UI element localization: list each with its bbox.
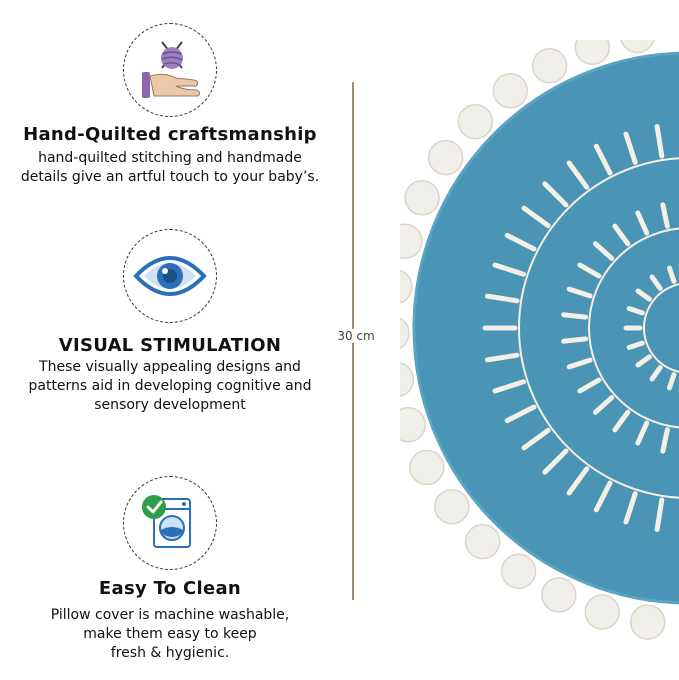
stitch-leaf [654, 124, 665, 159]
stitch-leaf [561, 312, 589, 320]
stitch-leaf [592, 241, 615, 261]
stitch-ring [518, 157, 679, 499]
tassel [404, 180, 440, 216]
tassel [400, 223, 423, 259]
stitch-leaf [542, 448, 569, 475]
feature-description-line: These visually appealing designs and [39, 359, 301, 375]
stitch-leaf [649, 274, 663, 291]
feature-description-line: make them easy to keep [83, 626, 257, 642]
yarn-hand-icon [142, 41, 201, 98]
stitch-leaf [626, 340, 645, 350]
tassel [434, 488, 470, 525]
stitch-leaf [577, 377, 602, 394]
stitch-leaf [667, 265, 677, 284]
tassel [541, 577, 577, 613]
washing-machine-check-icon [142, 495, 191, 548]
stitch-leaf [660, 202, 670, 229]
tassel [400, 406, 426, 443]
tassel [457, 103, 494, 140]
stitch-leaf [504, 404, 537, 424]
stitch-leaf [566, 357, 593, 370]
feature-description-line: patterns aid in developing cognitive and [28, 378, 312, 394]
feature-description: These visually appealing designs and pat… [0, 358, 340, 415]
measurement-label: 30 cm [336, 329, 376, 343]
stitch-leaf [626, 306, 645, 316]
feature-icon-circle [123, 229, 217, 323]
feature-description-line: details give an artful touch to your bab… [20, 169, 320, 185]
tassel [427, 139, 464, 176]
stitch-leaf [635, 420, 650, 446]
feature-title: Hand-Quilted craftsmanship [23, 124, 317, 145]
feature-title: VISUAL STIMULATION [58, 335, 282, 356]
stitch-leaf [566, 466, 590, 496]
stitch-leaf [660, 427, 670, 454]
stitch-leaf [612, 409, 631, 433]
feature-description-line: fresh & hygienic. [110, 645, 230, 661]
eye-icon [133, 256, 207, 296]
tassel [400, 317, 410, 350]
stitch-leaf [492, 262, 526, 277]
tassel [409, 449, 445, 486]
feature-description-line: sensory development [94, 397, 246, 413]
feature-description-line: hand-quilted stitching and handmade [38, 150, 302, 166]
feature-description-line: Pillow cover is machine washable, [50, 607, 290, 623]
tassel [629, 604, 666, 640]
tassel [584, 594, 620, 630]
stitch-leaf [485, 293, 520, 304]
stitch-leaf [485, 352, 520, 363]
stitch-leaf [635, 288, 652, 302]
stitch-leaf [593, 480, 613, 513]
pillow-tassels [400, 40, 666, 640]
stitch-leaf [592, 395, 615, 415]
stitch-leaf [623, 491, 638, 525]
stitch-leaf [654, 497, 665, 532]
feature-icon-circle [123, 23, 217, 117]
feature-description: hand-quilted stitching and handmade deta… [0, 149, 340, 187]
tassel [500, 553, 537, 590]
stitch-leaf [623, 131, 638, 165]
stitch-leaf [577, 262, 602, 279]
stitch-leaf [667, 372, 677, 391]
tassel [400, 269, 413, 304]
tassel [531, 48, 568, 84]
stitch-leaf [566, 160, 590, 190]
stitch-leaf [635, 210, 650, 236]
stitch-ring [643, 283, 679, 373]
stitch-leaf [492, 379, 526, 394]
stitch-leaf [635, 354, 652, 368]
stitch-leaf [612, 223, 631, 247]
stitch-leaf [521, 427, 551, 451]
stitch-leaf [521, 205, 551, 229]
pillow-image [400, 40, 679, 640]
stitch-leaf [542, 181, 569, 208]
tassel [574, 40, 611, 65]
stitch-ring [588, 227, 679, 429]
feature-title: Easy To Clean [98, 578, 242, 599]
stitch-leaf [504, 232, 537, 252]
tassel [492, 73, 529, 109]
feature-icon-circle [123, 476, 217, 570]
feature-description: Pillow cover is machine washable, make t… [0, 606, 340, 663]
tassel [464, 523, 501, 560]
stitch-leaf [561, 336, 589, 344]
stitch-leaf [649, 365, 663, 382]
tassel [400, 362, 415, 397]
stitch-leaf [566, 286, 593, 299]
tassel [620, 40, 655, 54]
pillow-embroidery [482, 124, 679, 532]
pillow-body [414, 53, 679, 603]
stitch-leaf [593, 143, 613, 176]
